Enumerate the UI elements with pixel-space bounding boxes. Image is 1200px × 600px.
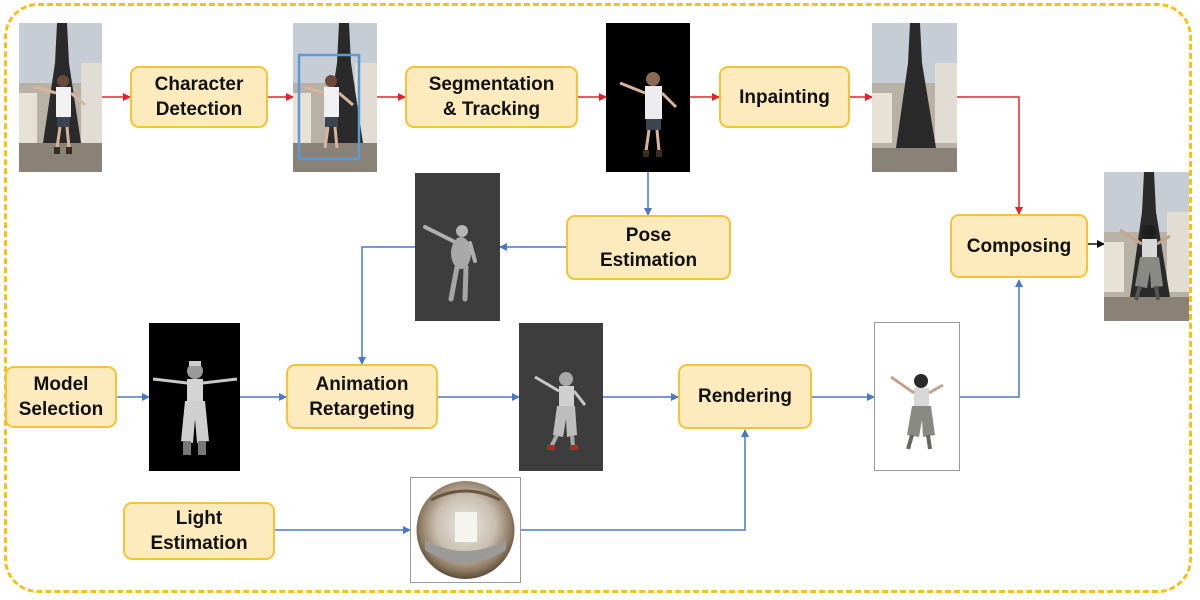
- character-detection-box: Character Detection: [130, 66, 268, 128]
- arrow-envmap-to-rendering: [521, 429, 749, 531]
- input-frame-image: [19, 23, 102, 172]
- character-model-image: [149, 323, 240, 471]
- detection-bounding-box: [297, 53, 361, 161]
- environment-map-image: [410, 477, 521, 583]
- pose-estimation-box: Pose Estimation: [566, 215, 731, 280]
- light-estimation-box: Light Estimation: [123, 502, 275, 560]
- inpainted-background-image: [872, 23, 957, 172]
- composing-box: Composing: [950, 214, 1088, 278]
- detected-frame-image: [293, 23, 377, 172]
- pose-mesh-image: [415, 173, 500, 321]
- dashed-border: [4, 3, 1192, 593]
- arrow-render-to-composing: [960, 279, 1023, 398]
- model-selection-box: Model Selection: [5, 366, 117, 428]
- rendering-box: Rendering: [678, 364, 812, 429]
- composed-result-image: [1104, 172, 1189, 321]
- segmented-mask-image: [606, 23, 690, 172]
- segmentation-tracking-box: Segmentation & Tracking: [405, 66, 578, 128]
- retargeted-model-image: [519, 323, 603, 471]
- animation-retargeting-box: Animation Retargeting: [286, 364, 438, 429]
- inpainting-box: Inpainting: [719, 66, 850, 128]
- arrow-mesh-to-retargeting: [358, 246, 415, 365]
- arrow-background-to-composing: [957, 96, 1023, 215]
- rendered-character-image: [874, 322, 960, 471]
